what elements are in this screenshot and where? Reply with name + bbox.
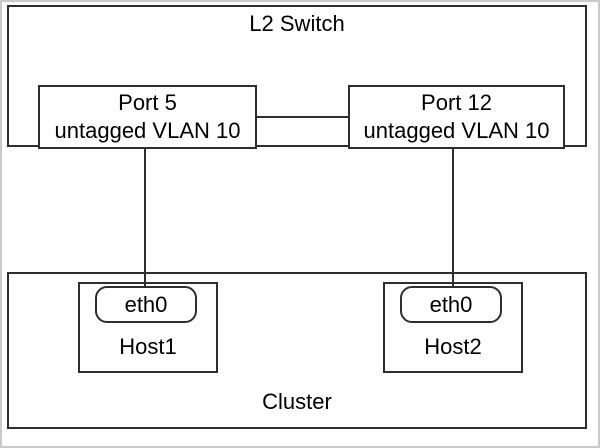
port12-box: Port 12 untagged VLAN 10 <box>348 85 565 149</box>
port12-host2-link-line <box>452 147 454 288</box>
cluster-box: Cluster <box>7 272 587 429</box>
port5-port12-link-line <box>255 116 350 118</box>
l2-switch-box: L2 Switch <box>7 5 587 147</box>
host2-box: eth0 Host2 <box>383 282 523 373</box>
host2-eth0-interface-box: eth0 <box>400 286 502 323</box>
host1-name-label: Host1 <box>119 334 177 359</box>
port5-host1-link-line <box>144 147 146 288</box>
port5-box: Port 5 untagged VLAN 10 <box>38 85 257 149</box>
host1-eth0-interface-box: eth0 <box>95 286 197 323</box>
port5-vlan-label: untagged VLAN 10 <box>54 118 241 143</box>
l2-switch-label: L2 Switch <box>249 11 345 36</box>
port12-vlan-label: untagged VLAN 10 <box>363 118 550 143</box>
host2-name-label: Host2 <box>424 334 482 359</box>
host1-box: eth0 Host1 <box>78 282 218 373</box>
port5-name-label: Port 5 <box>118 90 177 115</box>
port12-name-label: Port 12 <box>421 90 492 115</box>
host2-eth0-label: eth0 <box>429 291 473 317</box>
host1-eth0-label: eth0 <box>124 291 168 317</box>
cluster-label: Cluster <box>262 389 332 414</box>
